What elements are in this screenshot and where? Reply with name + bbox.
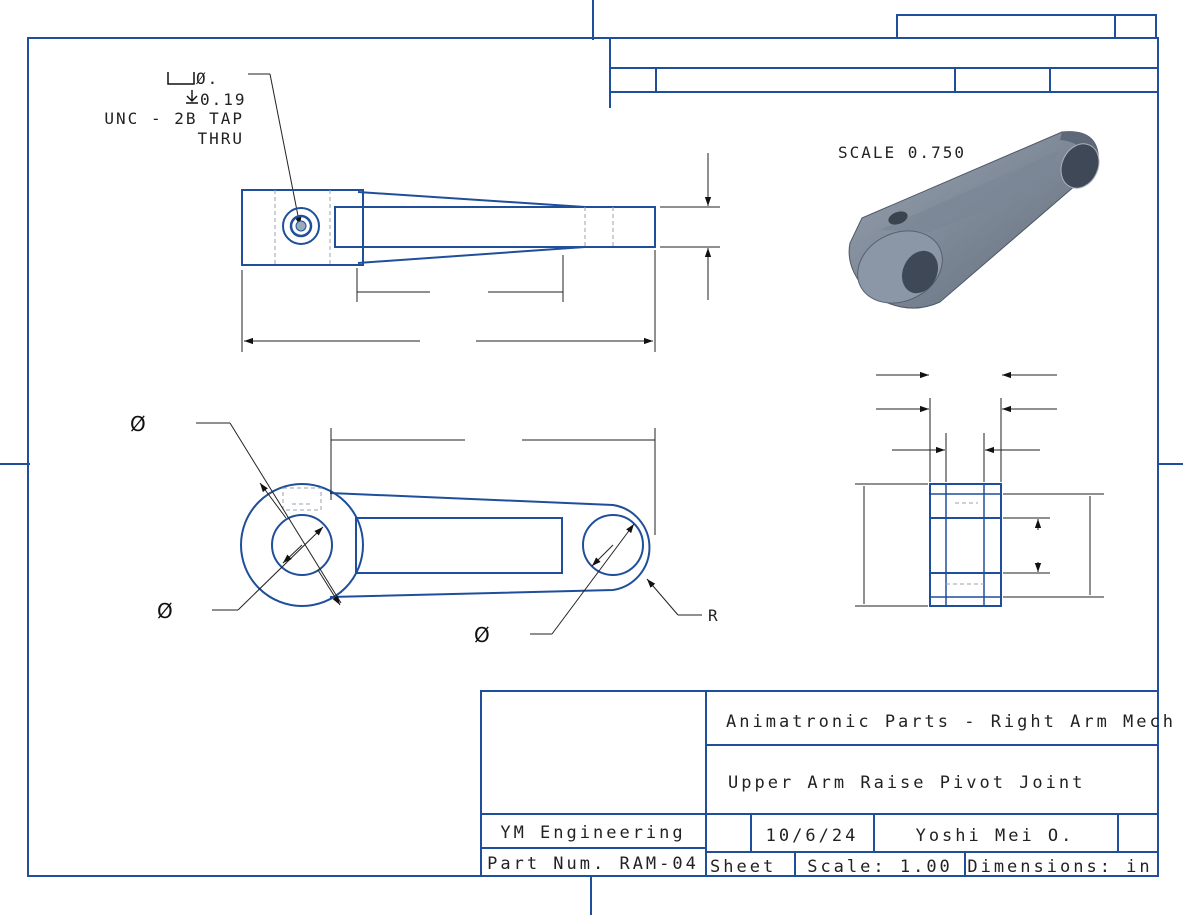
title-block <box>480 690 1159 877</box>
diameter-symbol-outer: Ø <box>130 412 146 436</box>
side-view-dimensions <box>855 371 1104 607</box>
company-name: YM Engineering <box>500 823 685 843</box>
part-number: Part Num. RAM-04 <box>487 854 699 874</box>
diameter-symbol-small: Ø <box>474 623 490 647</box>
drawing-date: 10/6/24 <box>766 826 859 846</box>
scale-field: Scale: 1.00 <box>807 857 953 877</box>
dimensions-unit: Dimensions: in <box>967 857 1152 877</box>
revision-block <box>609 14 1157 108</box>
project-title: Animatronic Parts - Right Arm Mech <box>726 712 1176 732</box>
sheet-label: Sheet <box>710 857 776 877</box>
front-view-dimensions: Ø Ø Ø R <box>130 412 720 647</box>
top-view-dimensions <box>241 153 720 352</box>
tap-note-line2: 0.19 <box>200 90 247 109</box>
tap-note-line1: Ø. <box>196 69 219 88</box>
tap-note: Ø. 0.19 UNC - 2B TAP THRU <box>104 69 302 227</box>
diameter-symbol-inner: Ø <box>157 599 173 623</box>
radius-symbol: R <box>708 606 720 625</box>
top-view <box>241 189 656 266</box>
author-name: Yoshi Mei O. <box>916 826 1075 846</box>
tap-note-line4: THRU <box>197 129 244 148</box>
side-view <box>929 483 1002 607</box>
tap-note-line3: UNC - 2B TAP <box>104 109 244 128</box>
scale-label: SCALE 0.750 <box>838 143 966 162</box>
front-view <box>240 483 651 607</box>
isometric-view: SCALE 0.750 <box>838 131 1100 309</box>
part-title: Upper Arm Raise Pivot Joint <box>728 773 1085 793</box>
